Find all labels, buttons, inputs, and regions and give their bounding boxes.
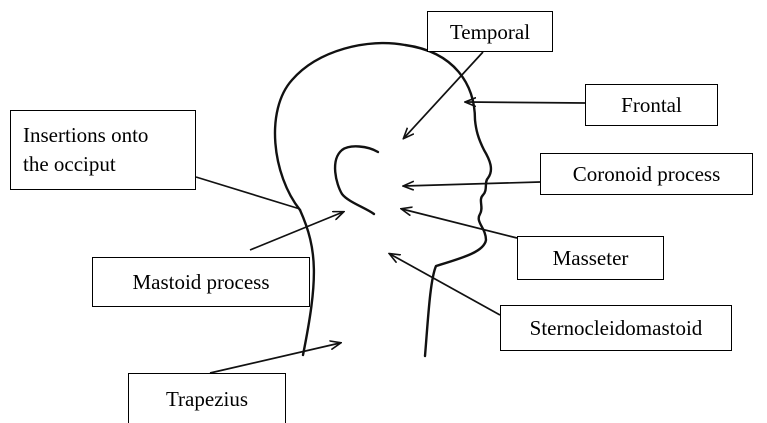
ear-outline <box>333 145 380 216</box>
masseter-arrow <box>402 209 518 239</box>
neck-back-outline <box>298 208 316 357</box>
label-mastoid-process: Mastoid process <box>92 257 310 307</box>
head-profile-outline <box>273 41 493 358</box>
frontal-arrow <box>466 102 586 103</box>
label-frontal: Frontal <box>585 84 718 126</box>
insertions-line-2: the occiput <box>23 152 116 176</box>
label-insertions-onto-occiput: Insertions onto the occiput <box>10 110 196 190</box>
temporal-arrow <box>404 51 484 138</box>
label-trapezius: Trapezius <box>128 373 286 423</box>
label-temporal: Temporal <box>427 11 553 52</box>
label-coronoid-process: Coronoid process <box>540 153 753 195</box>
label-sternocleidomastoid: Sternocleidomastoid <box>500 305 732 351</box>
label-masseter: Masseter <box>517 236 664 280</box>
mastoid-arrow <box>249 212 343 251</box>
coronoid-arrow <box>404 182 541 186</box>
insertions-arrow <box>195 176 301 210</box>
insertions-line-1: Insertions onto <box>23 123 149 147</box>
sternocleidomastoid-arrow <box>390 254 501 316</box>
trapezius-arrow <box>209 343 340 374</box>
